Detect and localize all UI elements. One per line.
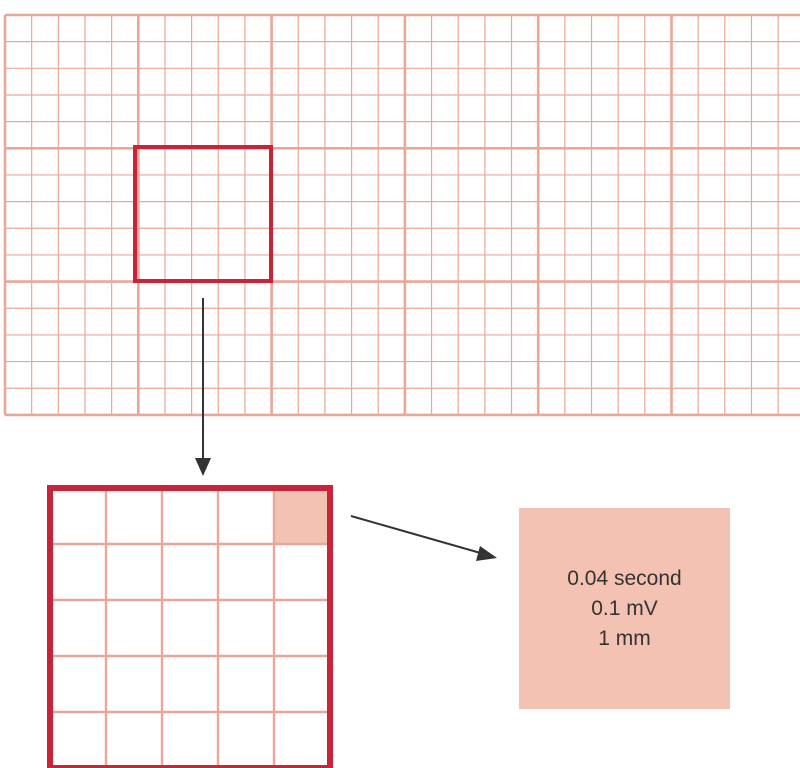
small-box-label-panel: 0.04 second 0.1 mV 1 mm: [519, 508, 730, 709]
highlighted-small-box: [274, 488, 330, 544]
arrow-right-head-icon: [476, 546, 497, 561]
small-box-time-label: 0.04 second: [567, 566, 682, 590]
arrow-down-head-icon: [195, 458, 211, 476]
highlighted-large-square: [133, 145, 273, 283]
ecg-paper-grid: [3, 13, 800, 417]
arrow-right-to-small-box-label: [350, 515, 485, 555]
enlarged-large-square: [47, 485, 333, 768]
small-box-voltage-label: 0.1 mV: [591, 596, 658, 620]
small-box-size-label: 1 mm: [598, 626, 651, 650]
enlarged-square-border: [47, 485, 333, 768]
